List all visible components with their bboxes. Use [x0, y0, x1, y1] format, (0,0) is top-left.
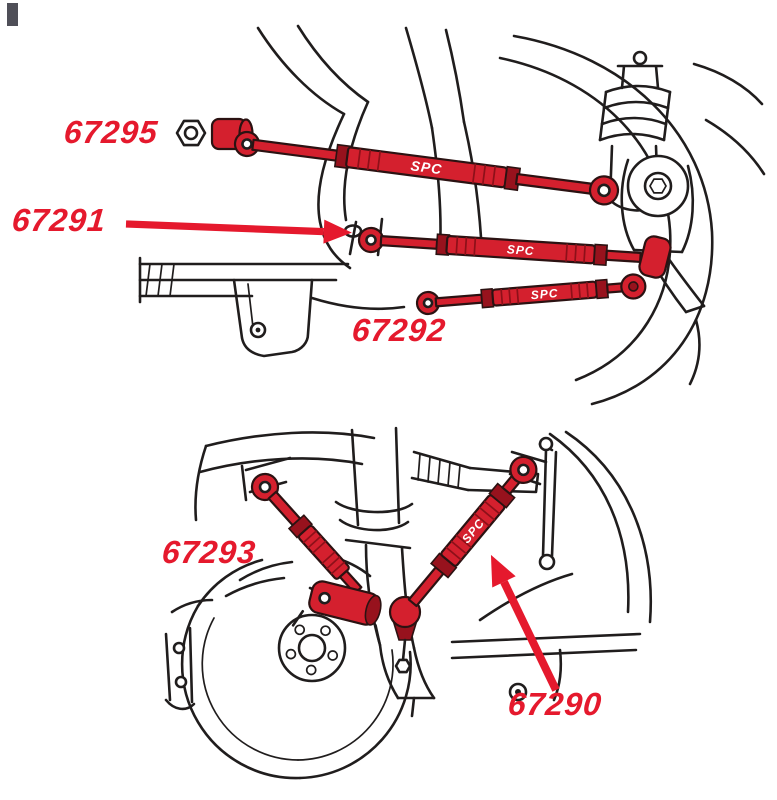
rear-suspension-top-view: SPC SPC: [125, 24, 766, 406]
part-label-67291: 67291: [10, 202, 108, 238]
corner-mark: [7, 3, 18, 26]
pointer-arrow-67290: [490, 554, 560, 692]
wheel-arcs: [498, 34, 766, 406]
caliper-bracket: [164, 598, 214, 711]
rear-arm-67290: SPC: [407, 455, 538, 608]
front-arm-67293: [250, 472, 363, 595]
camber-arm-lower: SPC: [415, 273, 647, 316]
part-label-67290: 67290: [506, 686, 604, 722]
wheel-hub: [277, 613, 347, 683]
mount-bracket: [232, 278, 314, 358]
toe-arm-middle: SPC: [357, 226, 642, 267]
camber-arm-upper: SPC: [233, 130, 620, 206]
lower-control-arm: [450, 632, 642, 702]
part-label-67295: 67295: [62, 114, 160, 150]
spc-logo-text: SPC: [506, 242, 535, 258]
fender-arcs: [478, 430, 653, 624]
pointer-arrow-67291: [125, 219, 352, 244]
knuckle-bottom: [378, 643, 436, 718]
rear-suspension-lower-view: SPC: [164, 426, 653, 780]
part-label-67293: 67293: [160, 534, 258, 570]
part-label-67292: 67292: [350, 312, 448, 348]
hub-knuckle: [620, 154, 695, 254]
spc-logo-text: SPC: [410, 157, 444, 177]
sway-bar-link: [538, 436, 558, 571]
adjuster-nut-67295: [175, 119, 207, 147]
subframe: [138, 256, 350, 304]
toe-arm-outer-bushing: [638, 235, 672, 279]
bushing-assembly-67293: [291, 580, 382, 645]
brake-rotor: [180, 558, 412, 780]
spc-logo-text: SPC: [530, 286, 559, 302]
ball-joint-67290: [388, 595, 422, 674]
